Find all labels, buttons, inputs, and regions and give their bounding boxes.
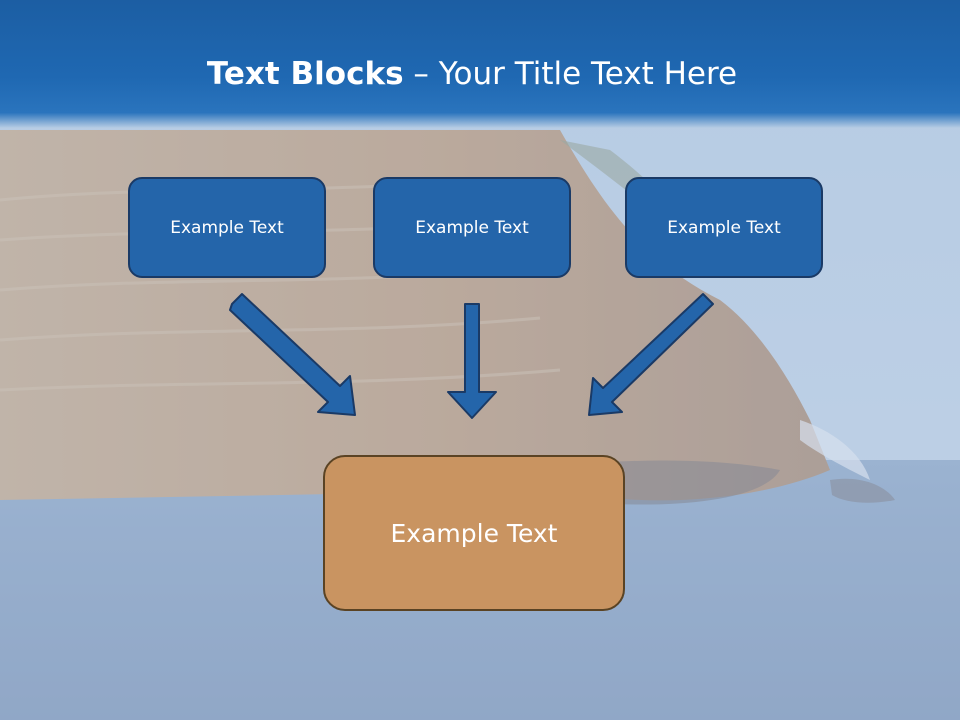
title-banner	[0, 0, 960, 128]
slide-title: Text Blocks – Your Title Text Here	[0, 54, 944, 94]
text-block-2: Example Text	[373, 177, 571, 278]
text-block-3: Example Text	[625, 177, 823, 278]
arrow-left-down-right	[229, 293, 356, 416]
arrow-right-down-left	[588, 293, 714, 416]
title-rest: – Your Title Text Here	[403, 56, 738, 92]
target-block-label: Example Text	[390, 518, 558, 548]
text-block-2-label: Example Text	[415, 217, 529, 238]
target-block: Example Text	[323, 455, 625, 611]
text-block-1: Example Text	[128, 177, 326, 278]
arrow-down	[447, 303, 497, 419]
text-block-1-label: Example Text	[170, 217, 284, 238]
title-bold: Text Blocks	[206, 56, 404, 92]
text-block-3-label: Example Text	[667, 217, 781, 238]
